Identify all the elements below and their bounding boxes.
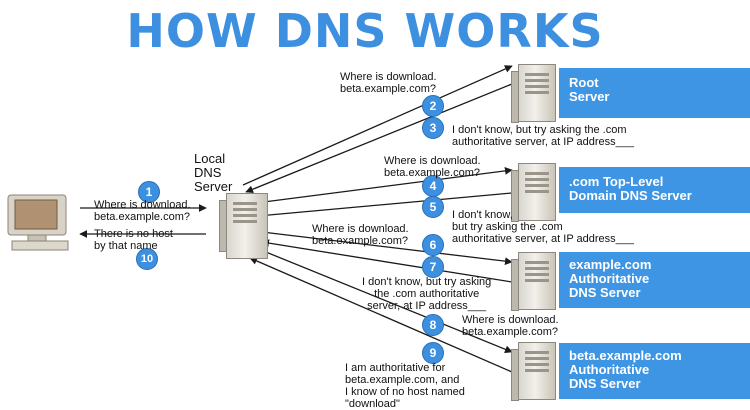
- beta-server-band: beta.example.com Authoritative DNS Serve…: [559, 343, 750, 399]
- step-badge-9: 9: [422, 342, 444, 364]
- arrow-step-6: [261, 231, 513, 266]
- local-dns-server-label: Local DNS Server: [194, 151, 233, 194]
- arrow-step-3: [245, 83, 513, 193]
- tld-server-icon: [511, 163, 556, 222]
- step-text-10: There is no host by that name: [94, 228, 173, 252]
- arrow-step-2: [242, 65, 513, 186]
- step-badge-1: 1: [138, 181, 160, 203]
- step-badge-7: 7: [422, 256, 444, 278]
- root-server-icon: [511, 64, 556, 123]
- step-badge-8: 8: [422, 314, 444, 336]
- step-text-7: I don't know, but try asking the .com au…: [362, 276, 492, 312]
- local-dns-server-icon: [219, 193, 268, 259]
- step-badge-6: 6: [422, 234, 444, 256]
- arrow-step-7: [261, 239, 513, 283]
- step-text-4: Where is download. beta.example.com?: [384, 155, 481, 179]
- client-computer-icon: [7, 194, 69, 251]
- step-text-6: Where is download. beta.example.com?: [312, 223, 409, 247]
- page-title: HOW DNS WORKS: [126, 4, 604, 58]
- step-text-2: Where is download. beta.example.com?: [340, 71, 437, 95]
- step-text-5: I don't know, but try asking the .com au…: [452, 209, 635, 245]
- example-server-band: example.com Authoritative DNS Server: [559, 252, 750, 308]
- root-server-band: Root Server: [559, 68, 750, 118]
- step-text-8: Where is download. beta.example.com?: [462, 314, 559, 338]
- step-text-1: Where is download. beta.example.com?: [94, 199, 191, 223]
- beta-server-icon: [511, 342, 556, 401]
- step-badge-2: 2: [422, 95, 444, 117]
- arrow-step-4: [255, 167, 513, 204]
- step-badge-3: 3: [422, 117, 444, 139]
- step-text-3: I don't know, but try asking the .com au…: [452, 124, 635, 148]
- step-badge-5: 5: [422, 196, 444, 218]
- step-badge-10: 10: [136, 248, 158, 270]
- tld-server-band: .com Top-Level Domain DNS Server: [559, 167, 750, 213]
- arrow-step-5: [257, 192, 513, 220]
- arrow-step-9: [249, 257, 513, 373]
- arrow-step-8: [255, 247, 513, 353]
- example-server-icon: [511, 252, 556, 311]
- step-text-9: I am authoritative for beta.example.com,…: [345, 362, 465, 410]
